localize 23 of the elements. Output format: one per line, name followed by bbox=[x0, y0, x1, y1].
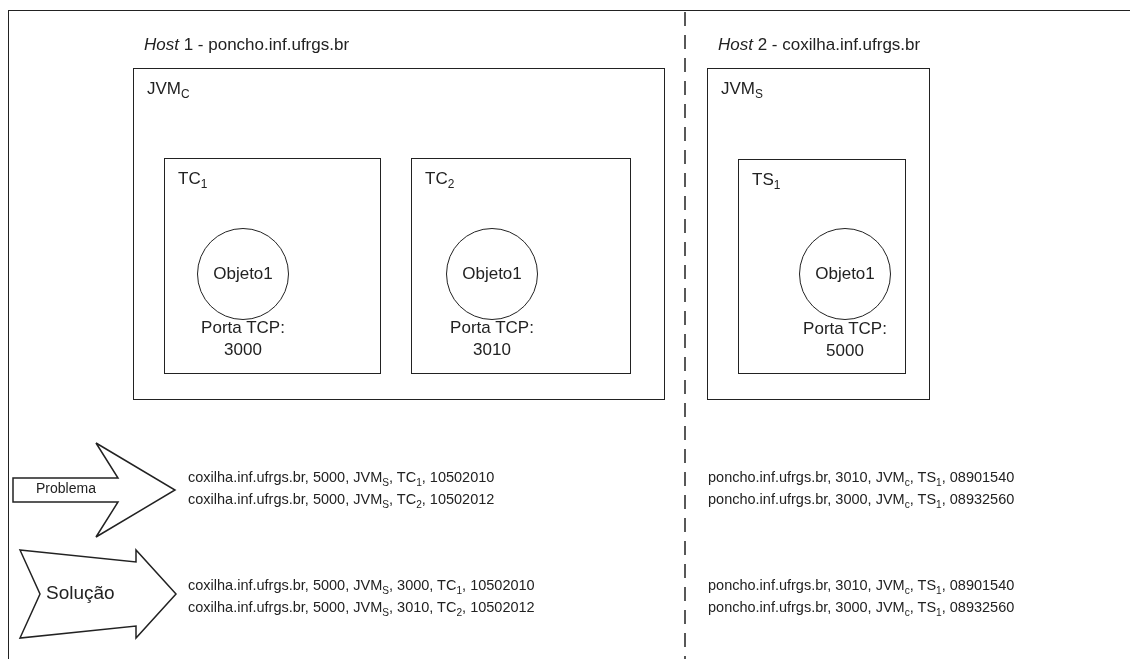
port-label: Porta TCP: 5000 bbox=[802, 318, 888, 362]
object-label: Objeto1 bbox=[815, 264, 875, 284]
record-text: poncho.inf.ufrgs.br, 3000, JVM$_{c}$, TS$_{1}$, 08932560 bbox=[708, 599, 1015, 618]
thread-box bbox=[164, 158, 381, 374]
record-text: poncho.inf.ufrgs.br, 3010, JVM$_{c}$, TS$_{1}$, 08901540 bbox=[708, 577, 1015, 596]
object-label: Objeto1 bbox=[213, 264, 273, 284]
host-heading: Host 1 - poncho.inf.ufrgs.br bbox=[144, 35, 350, 55]
arrow-label: Problema bbox=[36, 480, 96, 496]
notched-block-arrow bbox=[18, 546, 178, 641]
thread-box bbox=[411, 158, 631, 374]
object-label: Objeto1 bbox=[462, 264, 522, 284]
record-text: poncho.inf.ufrgs.br, 3010, JVM$_{c}$, TS$_{1}$, 08901540 bbox=[708, 469, 1015, 488]
thread-label: TS$_{1}$ bbox=[752, 170, 781, 193]
thread-box bbox=[738, 159, 906, 374]
jvm-label: JVM$_{S}$ bbox=[721, 79, 763, 102]
host-heading: Host 2 - coxilha.inf.ufrgs.br bbox=[718, 35, 921, 55]
thread-label: TC$_{1}$ bbox=[178, 169, 208, 192]
jvm-label: JVM$_{C}$ bbox=[147, 79, 190, 102]
record-text: poncho.inf.ufrgs.br, 3000, JVM$_{c}$, TS$_{1}$, 08932560 bbox=[708, 491, 1015, 510]
arrow-label: Solução bbox=[46, 582, 115, 604]
port-label: Porta TCP: 3010 bbox=[449, 317, 535, 361]
port-label: Porta TCP: 3000 bbox=[200, 317, 286, 361]
thread-label: TC$_{2}$ bbox=[425, 169, 455, 192]
